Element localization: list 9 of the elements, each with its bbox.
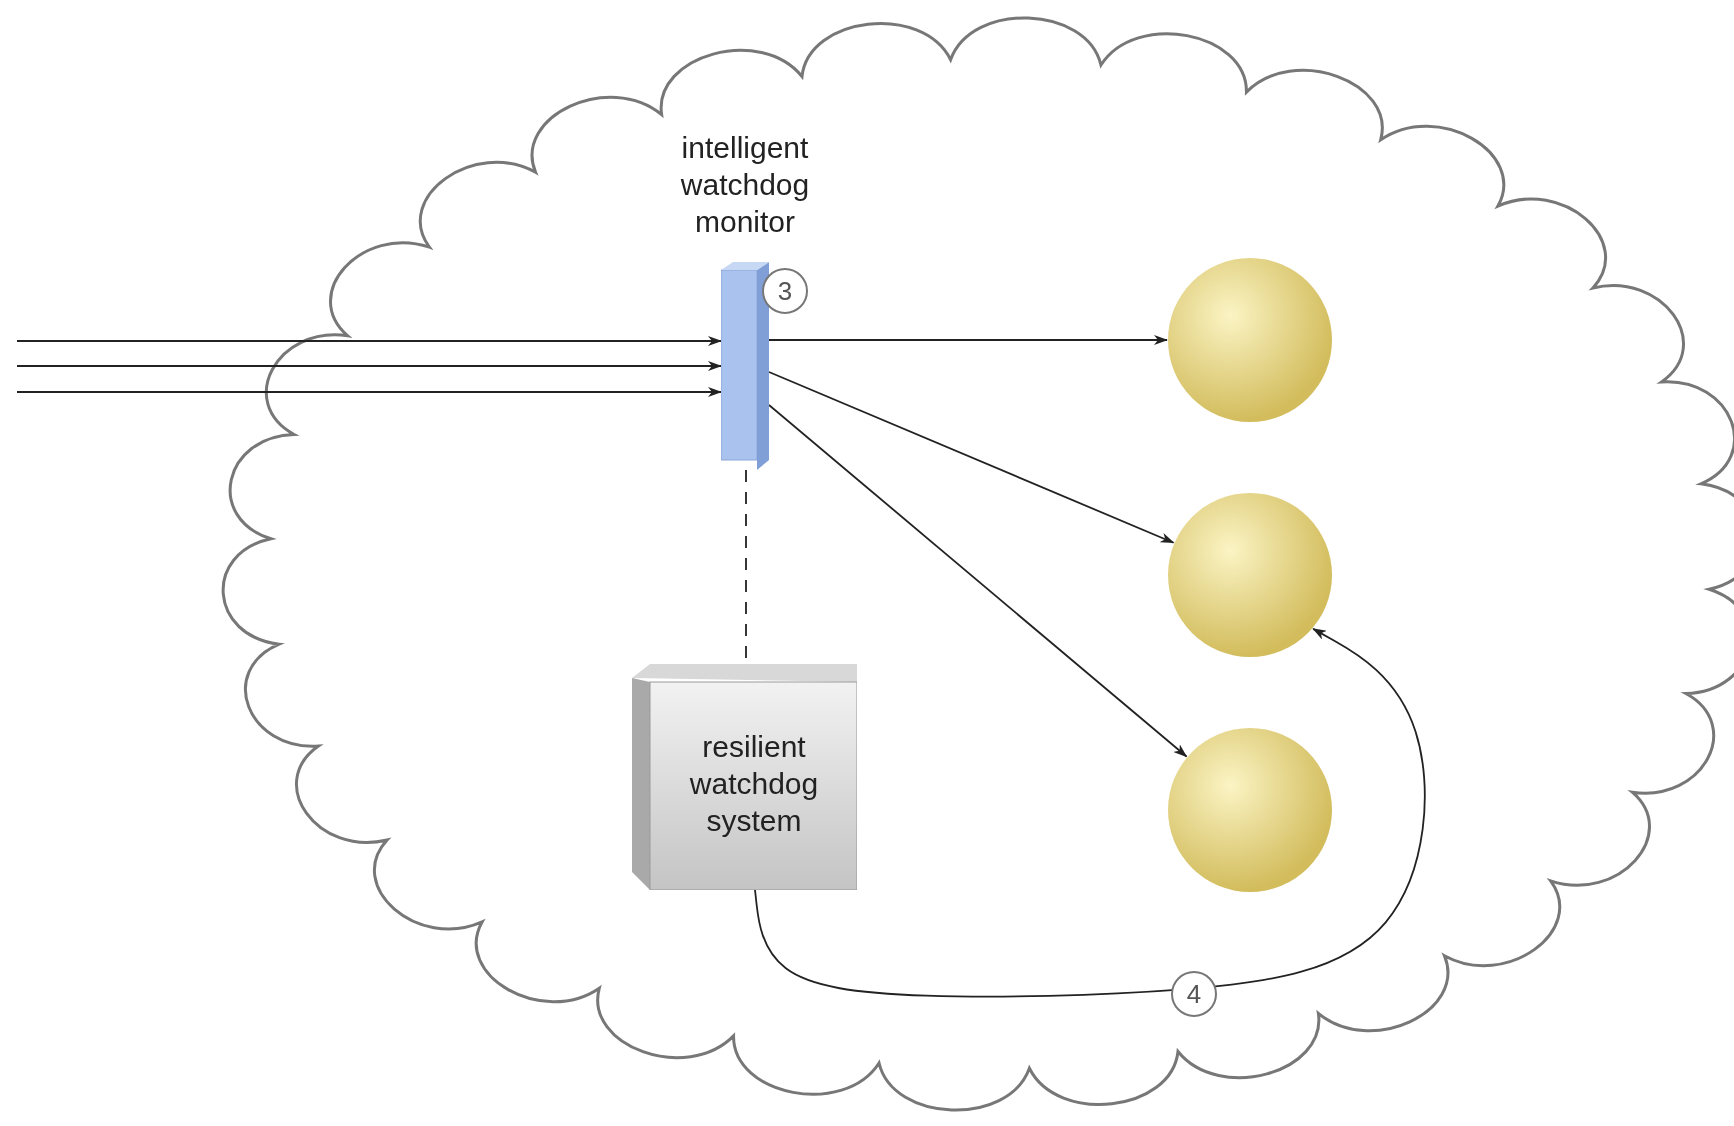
arrow: [768, 371, 1175, 544]
node-heading: intelligent watchdog monitor: [679, 130, 811, 240]
arrow: [754, 627, 1426, 998]
arrow: [768, 335, 1168, 345]
arrow: [16, 336, 722, 346]
arrow: [768, 404, 1188, 758]
arrow: [16, 361, 722, 371]
box-label: resilient watchdog system: [688, 729, 820, 839]
arrow: [16, 387, 722, 397]
